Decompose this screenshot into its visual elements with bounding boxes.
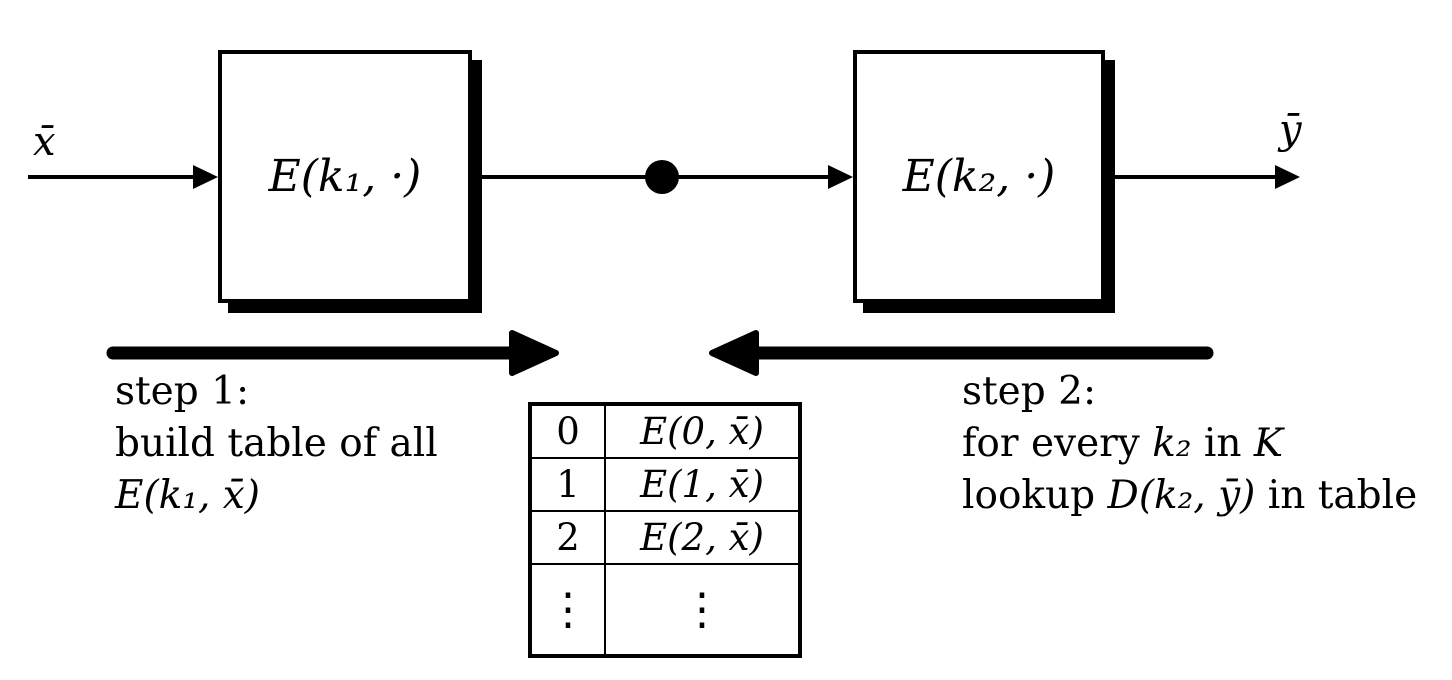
table-row-1-value: E(1, x̄) xyxy=(606,459,798,512)
table-row-2-value: E(2, x̄) xyxy=(606,512,798,565)
step2-line2-mid: in xyxy=(1191,421,1254,466)
table-row-1-key: 1 xyxy=(532,459,606,512)
encryption-box-1-label: E(k₁, ·) xyxy=(268,151,422,202)
table-row-3-value: ⋮ xyxy=(680,584,724,635)
step2-line2-keyspace: K xyxy=(1253,421,1284,466)
step2-line3-math: D(k₂, ȳ) xyxy=(1107,473,1256,518)
encryption-box-2-label: E(k₂, ·) xyxy=(902,151,1056,202)
step2-line2-prefix: for every xyxy=(962,421,1153,466)
step1-arrowhead-icon xyxy=(509,330,559,376)
table-row-3-key: ⋮ xyxy=(532,565,606,654)
step1-line3-math: E(k₁, x̄) xyxy=(115,473,260,518)
step2-line3-prefix: lookup xyxy=(962,473,1108,518)
input-arrowhead-icon xyxy=(193,165,218,189)
table-row-2-key: 2 xyxy=(532,512,606,565)
table-row-0-value: E(0, x̄) xyxy=(606,406,798,459)
step1-line1: step 1: xyxy=(115,369,250,414)
middle-arrowhead-icon xyxy=(828,165,853,189)
step2-line2-math: k₂ xyxy=(1152,421,1192,466)
input-label: x̄ xyxy=(33,119,56,165)
table-row-0-key: 0 xyxy=(532,406,606,459)
step2-line3-suffix: in table xyxy=(1255,473,1418,518)
step2-line2: for every k₂ in K xyxy=(962,418,1417,470)
junction-dot xyxy=(645,160,679,194)
encryption-box-1: E(k₁, ·) xyxy=(218,50,472,303)
step1-line2: build table of all xyxy=(115,421,438,466)
step2-line1: step 2: xyxy=(962,369,1097,414)
encryption-box-2: E(k₂, ·) xyxy=(853,50,1105,303)
step2-line3: lookup D(k₂, ȳ) in table xyxy=(962,470,1417,522)
step2-text: step 2: for every k₂ in K lookup D(k₂, ȳ… xyxy=(962,366,1417,522)
lookup-table: 0 E(0, x̄) 1 E(1, x̄) 2 E(2, x̄) ⋮ ⋮ xyxy=(528,402,802,658)
step1-text: step 1: build table of all E(k₁, x̄) xyxy=(115,366,438,522)
step2-arrowhead-icon xyxy=(709,330,759,376)
output-label: ȳ xyxy=(1279,107,1302,153)
output-arrowhead-icon xyxy=(1275,165,1300,189)
